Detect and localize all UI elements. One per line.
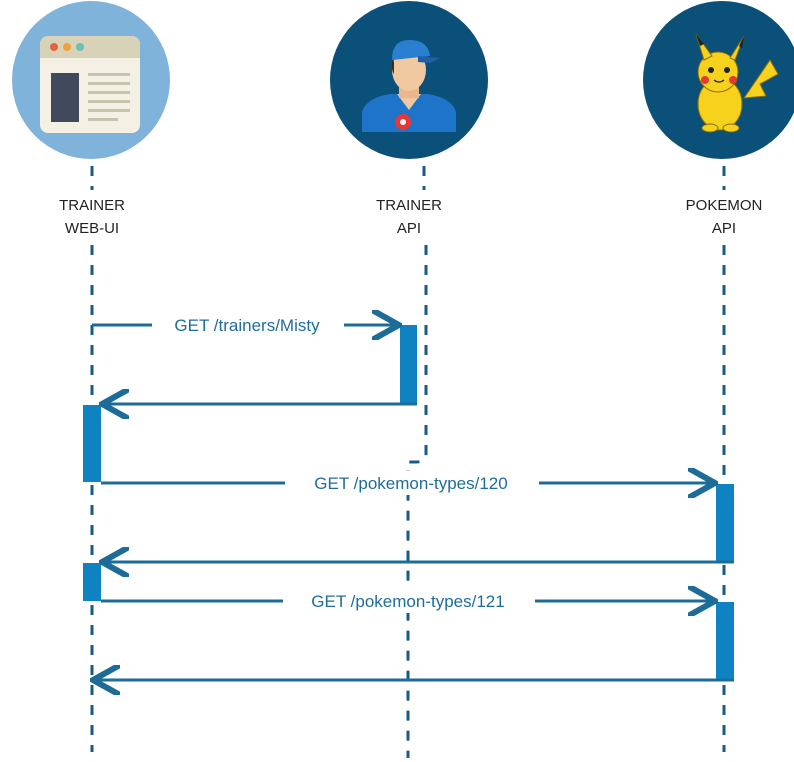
actor-label-line2: API — [397, 220, 421, 237]
actor-trainer-web-ui: TRAINER WEB-UI — [12, 1, 170, 237]
activation-trainer-web-ui-1 — [83, 405, 101, 482]
message-get-pokemon-types-121: GET /pokemon-types/121 — [101, 589, 712, 613]
browser-window-icon — [40, 36, 140, 133]
pikachu-icon — [695, 33, 779, 133]
actor-label-line1: TRAINER — [59, 197, 125, 214]
activation-pokemon-api-2 — [716, 602, 734, 680]
message-get-pokemon-types-120: GET /pokemon-types/120 — [101, 471, 712, 495]
message-label: GET /pokemon-types/121 — [311, 592, 504, 611]
actor-trainer-api: TRAINER API — [330, 1, 488, 237]
activation-trainer-api — [400, 325, 417, 404]
actor-label-line2: API — [712, 220, 736, 237]
actor-label-line2: WEB-UI — [65, 220, 119, 237]
message-label: GET /trainers/Misty — [174, 316, 320, 335]
activation-pokemon-api-1 — [716, 484, 734, 562]
label-background — [285, 471, 539, 495]
actor-label-line1: POKEMON — [686, 197, 763, 214]
pokemon-trainer-icon — [362, 40, 456, 132]
lifeline-trainer-api — [406, 245, 428, 758]
actor-pokemon-api: POKEMON API — [643, 1, 794, 237]
label-background — [152, 313, 344, 337]
actor-label-line1: TRAINER — [376, 197, 442, 214]
message-label: GET /pokemon-types/120 — [314, 474, 507, 493]
label-background — [283, 589, 535, 613]
activation-trainer-web-ui-2 — [83, 563, 101, 601]
message-get-trainers-misty: GET /trainers/Misty — [92, 313, 396, 337]
